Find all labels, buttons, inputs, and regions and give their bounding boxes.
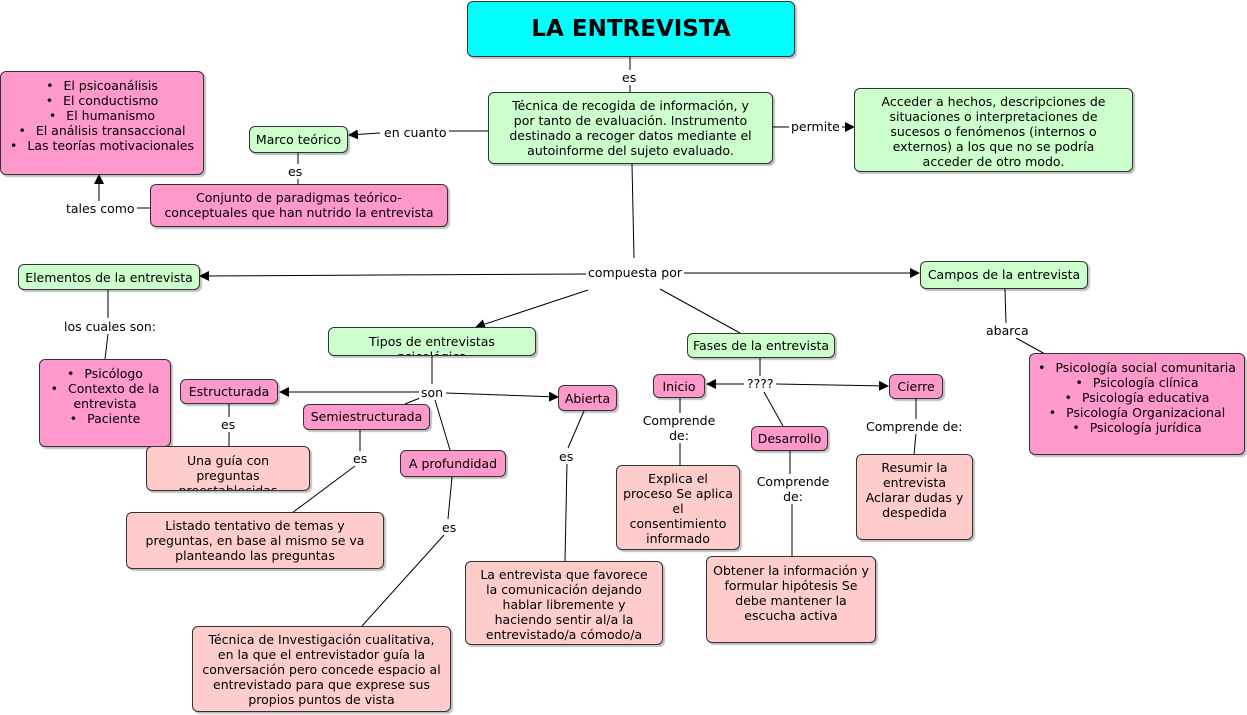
abierta-node[interactable]: Abierta (558, 385, 617, 411)
link-label-comprende-inicio: Comprende de: (640, 413, 718, 443)
list-item: Psicología social comunitaria (1034, 360, 1240, 375)
campos-node[interactable]: Campos de la entrevista (920, 261, 1088, 289)
list-item: Contexto de la entrevista (44, 381, 166, 411)
estructurada-desc-node[interactable]: Una guía con preguntas preestablecidas (146, 446, 310, 491)
elementos-list-node[interactable]: Psicólogo Contexto de la entrevista Paci… (39, 359, 171, 447)
link-label-es-profundidad: es (440, 520, 459, 535)
list-item: El conductismo (5, 93, 199, 108)
estructurada-node[interactable]: Estructurada (180, 379, 278, 404)
theories-node[interactable]: El psicoanálisis El conductismo El human… (0, 71, 204, 175)
link-label-qqqq: ???? (745, 376, 776, 391)
link-label-es-marco: es (286, 164, 305, 179)
list-item: Paciente (44, 411, 166, 426)
semiestructurada-desc-node[interactable]: Listado tentativo de temas y preguntas, … (126, 512, 384, 569)
cierre-desc-node[interactable]: Resumir la entrevista Aclarar dudas y de… (856, 454, 973, 540)
list-item: Psicología Organizacional (1034, 405, 1240, 420)
link-label-compuesta-por: compuesta por (586, 265, 685, 280)
campos-list: Psicología social comunitaria Psicología… (1034, 360, 1240, 435)
profundidad-desc-node[interactable]: Técnica de Investigación cualitativa, en… (192, 626, 451, 712)
marco-teorico-node[interactable]: Marco teórico (249, 126, 348, 153)
link-label-es-estructurada: es (219, 417, 238, 432)
link-label-son: son (419, 385, 446, 400)
list-item: El humanismo (5, 108, 199, 123)
link-label-abarca: abarca (984, 323, 1031, 338)
paradigmas-node[interactable]: Conjunto de paradigmas teórico-conceptua… (150, 184, 448, 227)
elementos-node[interactable]: Elementos de la entrevista (18, 264, 200, 290)
link-label-comprende-cierre: Comprende de: (864, 419, 965, 434)
semiestructurada-node[interactable]: Semiestructurada (303, 404, 430, 430)
fases-node[interactable]: Fases de la entrevista (687, 333, 835, 358)
title-node[interactable]: LA ENTREVISTA (467, 1, 795, 57)
desarrollo-desc-node[interactable]: Obtener la información y formular hipóte… (706, 556, 876, 643)
link-label-tales-como: tales como (64, 201, 137, 216)
profundidad-node[interactable]: A profundidad (400, 450, 506, 477)
link-label-en-cuanto: en cuanto (382, 125, 449, 140)
list-item: El psicoanálisis (5, 78, 199, 93)
list-item: Psicología clínica (1034, 375, 1240, 390)
inicio-desc-node[interactable]: Explica el proceso Se aplica el consenti… (616, 465, 740, 550)
list-item: Psicología educativa (1034, 390, 1240, 405)
link-label-es-semiestructurada: es (351, 451, 370, 466)
link-label-comprende-desarrollo: Comprende de: (753, 474, 833, 504)
list-item: El análisis transaccional (5, 123, 199, 138)
list-item: Psicólogo (44, 366, 166, 381)
link-label-es-top: es (620, 70, 639, 85)
desarrollo-node[interactable]: Desarrollo (751, 426, 828, 451)
campos-list-node[interactable]: Psicología social comunitaria Psicología… (1029, 353, 1245, 455)
link-label-permite: permite (789, 119, 842, 134)
link-label-los-cuales: los cuales son: (62, 319, 159, 334)
elementos-list: Psicólogo Contexto de la entrevista Paci… (44, 366, 166, 426)
abierta-desc-node[interactable]: La entrevista que favorece la comunicaci… (465, 561, 663, 645)
inicio-node[interactable]: Inicio (653, 374, 705, 398)
permits-node[interactable]: Acceder a hechos, descripciones de situa… (854, 88, 1133, 172)
list-item: Psicología jurídica (1034, 420, 1240, 435)
list-item: Las teorías motivacionales (5, 138, 199, 153)
definition-node[interactable]: Técnica de recogida de información, y po… (488, 92, 773, 164)
cierre-node[interactable]: Cierre (889, 374, 943, 399)
theories-list: El psicoanálisis El conductismo El human… (5, 78, 199, 153)
tipos-node[interactable]: Tipos de entrevistas psicológica (328, 327, 536, 356)
link-label-es-abierta: es (557, 449, 576, 464)
